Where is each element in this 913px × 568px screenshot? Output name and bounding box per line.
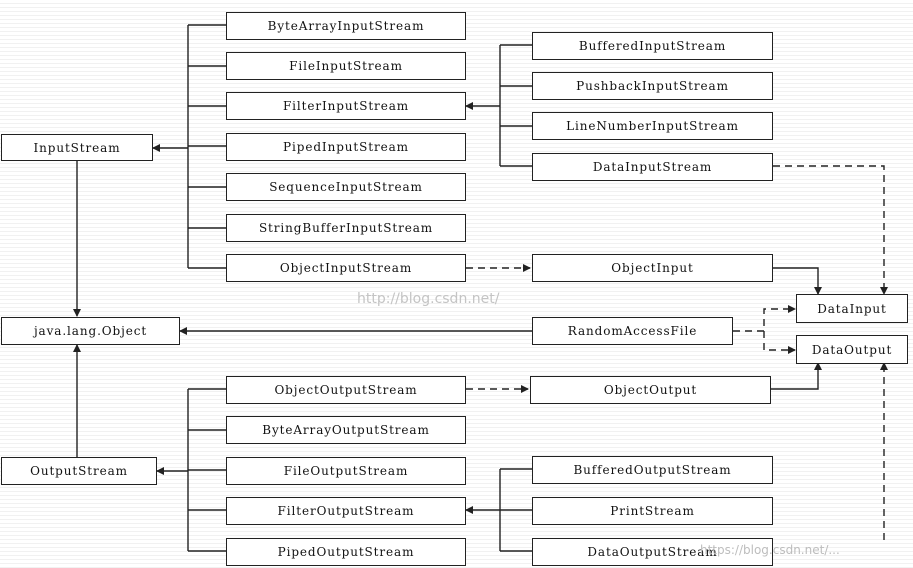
watermark-center: http://blog.csdn.net/ [357, 291, 500, 307]
class-filterinputstream: FilterInputStream [226, 92, 466, 120]
class-pushbackinputstream: PushbackInputStream [532, 72, 773, 100]
interface-objectinput: ObjectInput [532, 254, 773, 282]
interface-objectoutput: ObjectOutput [530, 376, 771, 404]
raf-implements-datainput-arrow [733, 305, 796, 332]
class-sequenceinputstream: SequenceInputStream [226, 173, 466, 201]
class-bufferedinputstream: BufferedInputStream [532, 32, 773, 60]
class-inputstream: InputStream [1, 134, 153, 161]
class-dataoutputstream: DataOutputStream [532, 538, 773, 566]
class-bytearrayinputstream: ByteArrayInputStream [226, 12, 466, 40]
interface-datainput: DataInput [796, 294, 908, 323]
class-stringbufferinputstream: StringBufferInputStream [226, 214, 466, 242]
class-datainputstream: DataInputStream [532, 153, 773, 181]
datainputstream-implements-arrow [773, 165, 888, 295]
class-objectinputstream: ObjectInputStream [226, 254, 466, 282]
interface-dataoutput: DataOutput [796, 335, 908, 364]
objectoutput-to-dataoutput-arrow [771, 362, 822, 390]
class-randomaccessfile: RandomAccessFile [532, 317, 733, 345]
class-outputstream: OutputStream [1, 457, 157, 485]
class-pipedoutputstream: PipedOutputStream [226, 538, 466, 566]
raf-implements-dataoutput-arrow [763, 331, 796, 354]
class-linenumberinputstream: LineNumberInputStream [532, 112, 773, 140]
watermark-bottom-right: https://blog.csdn.net/... [700, 543, 840, 557]
class-java-lang-object: java.lang.Object [1, 317, 180, 345]
class-filteroutputstream: FilterOutputStream [226, 497, 466, 525]
class-bytearrayoutputstream: ByteArrayOutputStream [226, 416, 466, 444]
class-bufferedoutputstream: BufferedOutputStream [532, 456, 773, 484]
class-printstream: PrintStream [532, 497, 773, 525]
class-fileinputstream: FileInputStream [226, 52, 466, 80]
class-objectoutputstream: ObjectOutputStream [226, 376, 466, 404]
objectinput-to-datainput-arrow [773, 267, 822, 295]
class-fileoutputstream: FileOutputStream [226, 457, 466, 485]
class-pipedinputstream: PipedInputStream [226, 133, 466, 161]
